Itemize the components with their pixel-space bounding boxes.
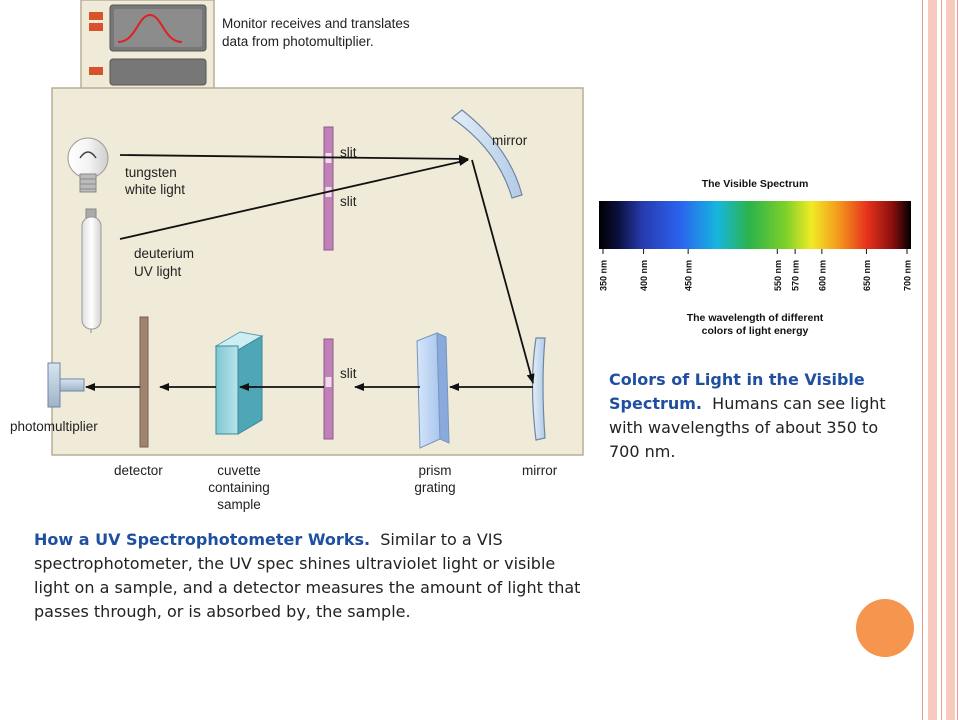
spectrum-caption-line2: colors of light energy bbox=[702, 325, 809, 337]
border-band-1 bbox=[928, 0, 937, 720]
uv-caption-body: Similar to a VIS spectrophotometer, the … bbox=[34, 530, 581, 621]
prism-grating bbox=[416, 332, 450, 449]
spectrum-title: The Visible Spectrum bbox=[702, 178, 809, 190]
border-band-2 bbox=[946, 0, 955, 720]
label-slit-top-1: slit bbox=[340, 145, 357, 160]
spectrum-caption-heading: Colors of Light in the Visible Spectrum. bbox=[609, 370, 865, 413]
detector bbox=[139, 316, 149, 448]
spectrum-caption-line1: The wavelength of different bbox=[687, 312, 824, 324]
slit-bottom bbox=[323, 338, 334, 440]
visible-spectrum-figure: The Visible Spectrum 350 nm 400 nm 450 nm 5… bbox=[599, 178, 913, 337]
label-tungsten-1: tungsten bbox=[125, 165, 177, 180]
label-deuterium-2: UV light bbox=[134, 264, 182, 279]
cuvette bbox=[214, 331, 264, 435]
uv-spectrophotometer-diagram: Monitor receives and translates data fro… bbox=[10, 0, 584, 512]
spectrum-caption-body: Humans can see light with wavelengths of… bbox=[609, 394, 886, 461]
spectrum-bar bbox=[599, 201, 911, 249]
monitor-caption-line1: Monitor receives and translates bbox=[222, 16, 410, 31]
border-line-2 bbox=[941, 0, 942, 720]
spectrum-tick-label: 570 nm bbox=[791, 260, 801, 291]
spectrum-tick-label: 400 nm bbox=[639, 260, 649, 291]
monitor bbox=[80, 0, 215, 90]
label-slit-top-2: slit bbox=[340, 194, 357, 209]
spectrum-caption: Colors of Light in the Visible Spectrum.… bbox=[609, 368, 909, 464]
tungsten-bulb-icon bbox=[67, 137, 109, 193]
spectrum-tick-label: 450 nm bbox=[684, 260, 694, 291]
label-detector: detector bbox=[114, 463, 163, 478]
label-photomultiplier: photomultiplier bbox=[10, 419, 98, 434]
border-line-3 bbox=[957, 0, 958, 720]
label-deuterium-1: deuterium bbox=[134, 246, 194, 261]
border-line-1 bbox=[922, 0, 923, 720]
label-slit-bottom: slit bbox=[340, 366, 357, 381]
spectrum-tick-label: 650 nm bbox=[862, 260, 872, 291]
photomultiplier-icon bbox=[47, 362, 85, 408]
spectrum-tick-label: 600 nm bbox=[817, 260, 827, 291]
deuterium-lamp-icon bbox=[81, 208, 102, 333]
monitor-caption-line2: data from photomultiplier. bbox=[222, 34, 374, 49]
accent-circle bbox=[856, 599, 914, 657]
light-path bbox=[85, 154, 535, 391]
slit-top bbox=[323, 126, 334, 251]
label-prism-2: grating bbox=[414, 480, 455, 495]
spectrum-tick-label: 700 nm bbox=[903, 260, 913, 291]
uv-caption-heading: How a UV Spectrophotometer Works. bbox=[34, 530, 371, 549]
label-tungsten-2: white light bbox=[124, 182, 185, 197]
uv-caption: How a UV Spectrophotometer Works. Simila… bbox=[34, 528, 584, 624]
spectrum-tick-label: 550 nm bbox=[773, 260, 783, 291]
label-cuvette-2: containing bbox=[208, 480, 270, 495]
mirror-bottom bbox=[531, 337, 546, 441]
spectrum-axis: 350 nm 400 nm 450 nm 550 nm 570 nm 600 nm 650 … bbox=[599, 249, 913, 291]
label-cuvette-3: sample bbox=[217, 497, 261, 512]
mirror-top bbox=[450, 109, 523, 199]
label-prism-1: prism bbox=[419, 463, 452, 478]
label-mirror-bottom: mirror bbox=[522, 463, 558, 478]
label-mirror-top: mirror bbox=[492, 133, 528, 148]
label-cuvette-1: cuvette bbox=[217, 463, 261, 478]
spectrum-tick-label: 350 nm bbox=[599, 260, 609, 291]
